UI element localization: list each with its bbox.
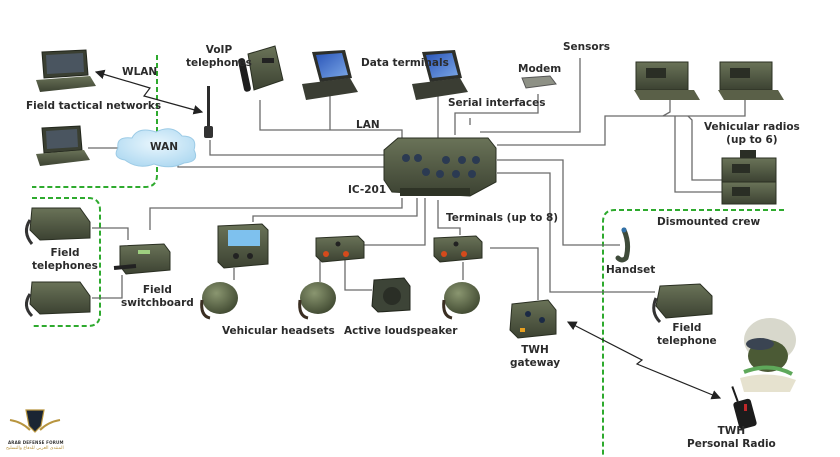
- label-wan: WAN: [150, 141, 179, 153]
- laptop-field-2: [36, 125, 90, 166]
- data-terminal-1: [302, 50, 358, 100]
- label-twh-gateway-line2: gateway: [510, 357, 561, 369]
- label-field-telephones-line1: Field: [50, 247, 80, 259]
- wan-cloud: [115, 128, 197, 168]
- label-serial-interfaces: Serial interfaces: [448, 97, 546, 109]
- logo-emblem: [9, 409, 61, 433]
- label-voip-telephones: VoIP telephones: [186, 44, 252, 70]
- label-terminals: Terminals (up to 8): [446, 212, 559, 224]
- twh-gateway-device: [509, 299, 557, 339]
- label-twh-radio-line1: TWH: [717, 425, 746, 437]
- antenna: [204, 86, 213, 138]
- zone-dismounted-crew: [602, 209, 784, 457]
- label-lan: LAN: [356, 119, 380, 131]
- line-terminal2: [362, 198, 426, 246]
- handset-device: [615, 227, 631, 263]
- label-vehicular-radios: Vehicular radios (up to 6): [704, 121, 800, 147]
- label-field-telephones: Field telephones: [32, 247, 98, 273]
- line-terminal1: [252, 198, 418, 222]
- label-handset: Handset: [606, 264, 656, 276]
- line-twh-gateway: [490, 247, 539, 300]
- label-sensors: Sensors: [563, 41, 611, 53]
- line-ftel1-switch: [92, 227, 129, 240]
- field-telephone-1: [25, 207, 91, 245]
- line-voip-ic201: [259, 100, 403, 140]
- headset-2: [298, 282, 336, 320]
- label-vehicular-radios-line1: Vehicular radios: [704, 121, 800, 133]
- vehicular-radio-1: [634, 61, 700, 100]
- label-field-switchboard-line2: switchboard: [121, 297, 194, 309]
- line-wan-ic201: [177, 160, 385, 168]
- modem: [521, 75, 557, 89]
- voip-telephone: [238, 45, 284, 92]
- label-field-telephones-line2: telephones: [32, 260, 98, 272]
- field-switchboard: [113, 243, 171, 275]
- vehicular-radio-3: [721, 150, 777, 205]
- connector-lines: [88, 58, 746, 300]
- label-wlan: WLAN: [122, 66, 158, 78]
- label-modem: Modem: [518, 63, 562, 75]
- label-dismounted-crew: Dismounted crew: [657, 216, 761, 228]
- line-antenna-ic201: [209, 140, 385, 156]
- line-radio1: [662, 98, 671, 117]
- line-radio3b: [674, 116, 725, 193]
- logo-text-english: ARAB DEFENSE FORUM: [8, 440, 64, 445]
- label-twh-gateway: TWH gateway: [510, 344, 560, 370]
- headset-1: [200, 282, 238, 320]
- line-radio3a: [687, 115, 725, 181]
- label-data-terminals: Data terminals: [361, 57, 449, 69]
- line-ftel2-switch: [92, 275, 123, 299]
- line-radios-bus: [497, 98, 746, 146]
- wireless-links: [94, 69, 722, 400]
- twh-link: [566, 321, 722, 400]
- label-voip-line1: VoIP: [205, 44, 233, 56]
- label-field-switchboard-line1: Field: [142, 284, 172, 296]
- label-field-telephone-line2: telephone: [657, 335, 717, 347]
- wlan-link: [94, 69, 204, 115]
- laptop-field-1: [36, 49, 96, 92]
- label-twh-personal-radio: TWH Personal Radio: [687, 425, 776, 451]
- label-active-loudspeaker: Active loudspeaker: [344, 325, 458, 337]
- soldier-personal-radio: [731, 318, 796, 430]
- field-telephone-dismounted: [652, 283, 713, 324]
- headset-3: [442, 282, 480, 320]
- label-field-tactical-networks: Field tactical networks: [26, 100, 162, 112]
- label-field-telephone-line1: Field: [672, 322, 702, 334]
- label-vehicular-radios-line2: (up to 6): [726, 134, 778, 146]
- terminal-3: [433, 235, 483, 263]
- line-switchboard: [149, 198, 403, 230]
- line-handset: [497, 159, 620, 246]
- terminal-2: [315, 235, 365, 263]
- line-serial-ic201: [454, 94, 539, 135]
- label-ic201: IC-201: [348, 184, 387, 196]
- label-twh-radio-line2: Personal Radio: [687, 438, 776, 450]
- vehicular-radio-2: [718, 61, 784, 100]
- label-voip-line2: telephones: [186, 57, 252, 69]
- label-field-switchboard: Field switchboard: [121, 284, 194, 310]
- label-field-telephone: Field telephone: [657, 322, 717, 348]
- zone-field-tactical-networks: [32, 55, 158, 188]
- line-term2-speaker: [344, 260, 372, 291]
- line-field-telephone: [497, 172, 655, 293]
- zone-borders: [32, 55, 784, 457]
- data-terminal-2: [412, 50, 468, 100]
- ic201-unit: [383, 137, 497, 197]
- terminal-display: [217, 223, 269, 269]
- zone-field-telephones: [32, 197, 101, 327]
- line-terminal3: [437, 200, 461, 235]
- line-sensors-ic201: [480, 58, 581, 133]
- label-twh-gateway-line1: TWH: [521, 344, 549, 356]
- field-telephone-2: [25, 281, 91, 318]
- logo-text-arabic: المنتدى العربي للدفاع والتسليح: [6, 446, 64, 451]
- active-loudspeaker: [371, 277, 411, 313]
- label-vehicular-headsets: Vehicular headsets: [222, 325, 335, 337]
